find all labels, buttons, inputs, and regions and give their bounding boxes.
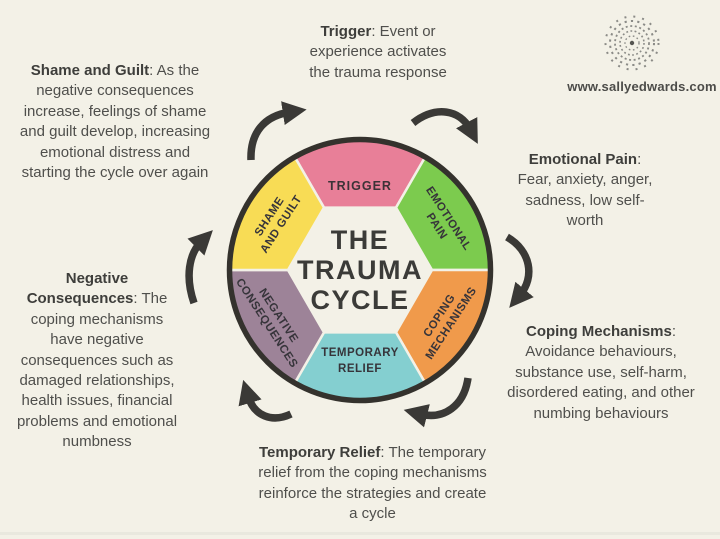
- svg-text:TRAUMA: TRAUMA: [297, 255, 423, 285]
- arrow-coping-to-relief-icon: [403, 377, 472, 428]
- note-shame-and-guilt: Shame and Guilt: As the negative consequ…: [17, 61, 213, 183]
- note-shame-body: : As the negative consequences increase,…: [19, 62, 211, 181]
- note-temporary-relief: Temporary Relief: The temporary relief f…: [255, 443, 490, 525]
- segment-label-temporary-relief: TEMPORARY RELIEF: [321, 347, 399, 375]
- arrow-negative-to-shame-icon: [185, 230, 213, 305]
- note-relief-title: Temporary Relief: [258, 444, 381, 461]
- segment-label-trigger: TRIGGER: [328, 179, 392, 193]
- note-emotional-title: Emotional Pain: [528, 151, 638, 168]
- arrow-shame-to-trigger-icon: [247, 101, 307, 161]
- note-relief-body: : The temporary relief from the coping m…: [258, 444, 487, 523]
- note-trigger: Trigger: Event or experience activates t…: [298, 22, 458, 83]
- note-trigger-body: : Event or experience activates the trau…: [309, 23, 447, 81]
- note-shame-title: Shame and Guilt: [30, 62, 150, 79]
- note-negative-consequences: Negative Consequences: The coping mechan…: [13, 269, 181, 453]
- note-negative-title: Negative Consequences: [26, 270, 134, 308]
- svg-text:CYCLE: CYCLE: [310, 285, 409, 315]
- arrow-trigger-to-emotional-icon: [410, 108, 478, 144]
- note-negative-body: : The coping mechanisms have negative co…: [16, 290, 178, 451]
- arrow-emotional-to-coping-icon: [504, 233, 534, 308]
- bottom-edge-divider: [0, 532, 720, 535]
- mandala-logo-icon: [604, 15, 660, 71]
- website-label: www.sallyedwards.com: [567, 79, 717, 94]
- note-emotional-body: : Fear, anxiety, anger, sadness, low sel…: [517, 151, 653, 230]
- note-trigger-title: Trigger: [320, 23, 372, 40]
- note-coping-title: Coping Mechanisms: [525, 323, 672, 340]
- note-coping-body: : Avoidance behaviours, substance use, s…: [507, 323, 695, 422]
- arrow-relief-to-negative-icon: [238, 379, 293, 422]
- wheel-outline-ring: [226, 136, 494, 404]
- cycle-arrows: [185, 101, 534, 428]
- svg-text:THE: THE: [331, 225, 390, 255]
- wheel-center-title: THE TRAUMA CYCLE: [297, 225, 423, 315]
- note-coping-mechanisms: Coping Mechanisms: Avoidance behaviours,…: [505, 322, 697, 424]
- svg-text:RELIEF: RELIEF: [338, 363, 382, 375]
- svg-text:TEMPORARY: TEMPORARY: [321, 347, 399, 359]
- note-emotional-pain: Emotional Pain: Fear, anxiety, anger, sa…: [517, 150, 653, 232]
